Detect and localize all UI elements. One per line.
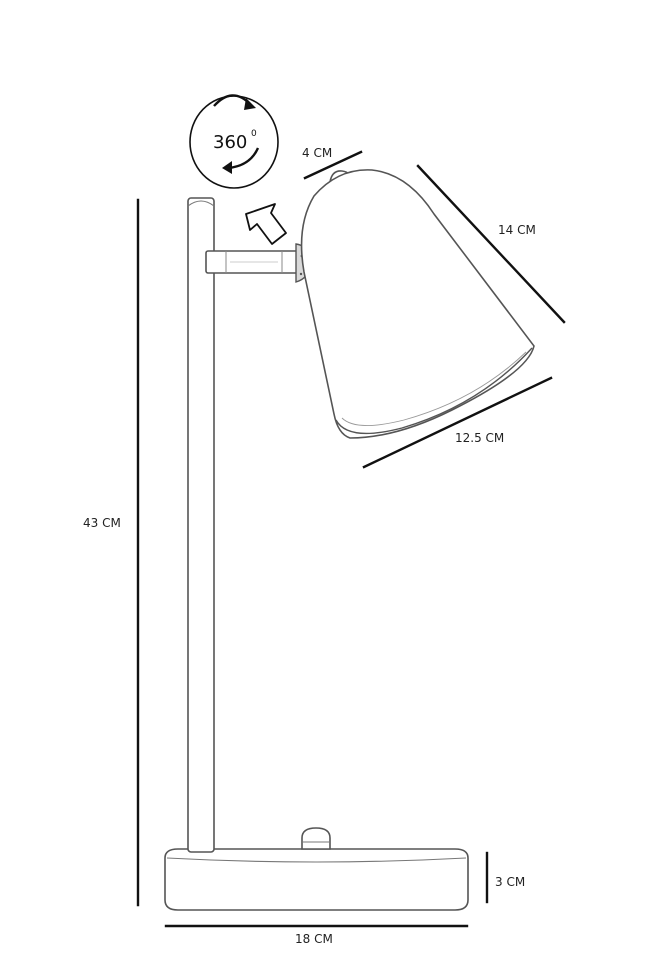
lamp-drawing <box>164 169 535 911</box>
rotation-indicator: 360 0 <box>189 94 279 189</box>
base-width-label: 18 CM <box>295 932 333 946</box>
tilt-up-arrow <box>245 203 287 245</box>
lamp-base-top-edge <box>166 857 467 863</box>
rotation-degrees-label: 360 <box>213 132 247 153</box>
shade-top-dimension-line <box>303 150 363 180</box>
base-switch-knob <box>301 827 331 850</box>
lamp-shade <box>300 169 535 439</box>
rotation-arrowhead-bottom <box>222 161 232 174</box>
rotation-arrowhead-top <box>244 98 256 110</box>
shade-length-dimension-line <box>416 164 566 324</box>
shade-opening <box>335 347 533 435</box>
dimension-lines <box>136 150 566 928</box>
lamp-pole <box>187 197 215 853</box>
lamp-base <box>164 848 469 911</box>
height-label: 43 CM <box>83 516 121 530</box>
base-height-label: 3 CM <box>495 875 525 889</box>
shade-bottom-dimension-line <box>362 376 553 469</box>
shade-length-label: 14 CM <box>498 223 536 237</box>
rotation-degree-mark: 0 <box>251 129 257 139</box>
shade-top-label: 4 CM <box>302 146 332 160</box>
shade-bottom-label: 12.5 CM <box>455 431 504 445</box>
